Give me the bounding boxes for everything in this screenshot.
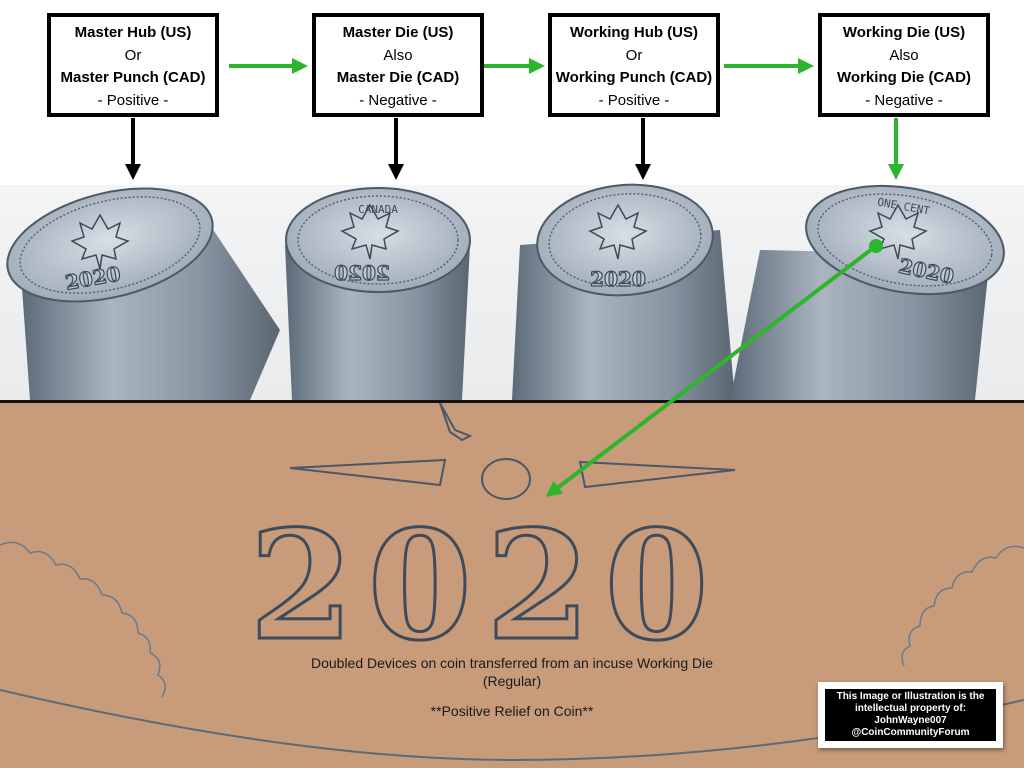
master-die-render	[285, 187, 471, 400]
hub1-year: 2020	[63, 261, 122, 294]
stage-connector: Or	[625, 46, 643, 64]
caption-doubled-devices: Doubled Devices on coin transferred from…	[310, 655, 714, 671]
caption-regular: (Regular)	[482, 673, 542, 689]
credit-text-block: This Image or Illustration is the intell…	[825, 689, 996, 741]
die2-legend: ONE CENT	[876, 196, 931, 218]
stage-title-cad: Working Punch (CAD)	[555, 69, 713, 86]
section-divider	[0, 400, 1024, 403]
caption-positive-relief: **Positive Relief on Coin**	[430, 703, 594, 719]
stage-box-master-hub: Master Hub (US) Or Master Punch (CAD) - …	[47, 13, 219, 117]
leaf-stem-detail	[289, 402, 736, 500]
credit-line: This Image or Illustration is the	[836, 691, 985, 702]
stage-polarity: - Negative -	[359, 91, 437, 109]
stage-polarity: - Positive -	[598, 91, 670, 109]
die1-legend-country: CANADA	[358, 203, 398, 216]
stage-box-working-hub: Working Hub (US) Or Working Punch (CAD) …	[548, 13, 720, 117]
stage-connector: Or	[124, 46, 142, 64]
stage-title-cad: Master Die (CAD)	[336, 69, 460, 86]
die1-year: 2020	[334, 261, 390, 285]
stage-title-us: Working Die (US)	[842, 24, 966, 41]
stage-title-cad: Working Die (CAD)	[837, 69, 971, 86]
stage-title-us: Working Hub (US)	[569, 24, 699, 41]
credit-line: intellectual property of:	[854, 703, 967, 714]
stage-title-cad: Master Punch (CAD)	[60, 69, 206, 86]
credit-forum: @CoinCommunityForum	[851, 727, 970, 738]
stage-title-us: Master Hub (US)	[74, 24, 192, 41]
die2-year: 2020	[897, 254, 956, 289]
master-hub-render	[6, 187, 280, 400]
hub2-year: 2020	[590, 267, 646, 291]
coin-year: 2020	[249, 498, 722, 674]
credit-badge: This Image or Illustration is the intell…	[818, 682, 1003, 748]
working-hub-render	[512, 183, 735, 400]
stage-box-working-die: Working Die (US) Also Working Die (CAD) …	[818, 13, 990, 117]
stage-polarity: - Positive -	[97, 91, 169, 109]
stage-connector: Also	[889, 46, 919, 64]
stage-polarity: - Negative -	[865, 91, 943, 109]
working-die-render	[730, 184, 1005, 400]
credit-author: JohnWayne007	[874, 715, 947, 726]
stage-connector: Also	[383, 46, 413, 64]
arrow-die-to-coin	[545, 244, 878, 497]
stage-box-master-die: Master Die (US) Also Master Die (CAD) - …	[312, 13, 484, 117]
stage-title-us: Master Die (US)	[342, 24, 454, 41]
